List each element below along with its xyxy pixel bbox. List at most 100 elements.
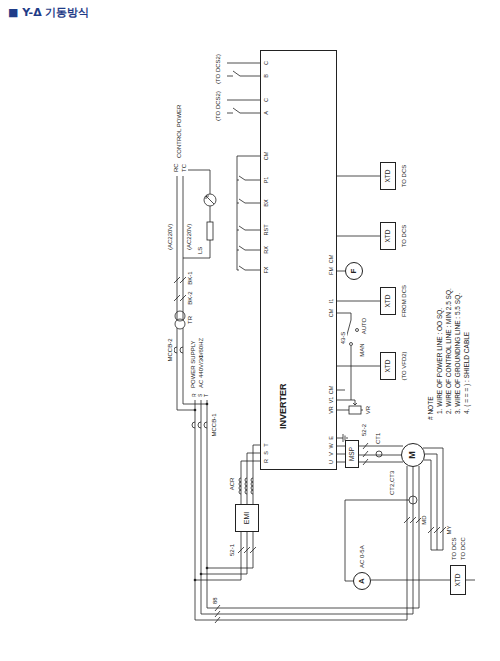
wire-label: C: [263, 98, 269, 102]
wire-label: BX: [263, 199, 269, 206]
node-text: F: [350, 269, 359, 274]
wire-label: R: [192, 393, 198, 397]
wire-label: S: [263, 451, 269, 455]
wire-label: MCCB-1: [211, 413, 218, 436]
wire-label: RC: [173, 163, 180, 172]
pilot-lamp: [204, 194, 216, 206]
wire-connector: [371, 580, 450, 581]
node-text: XTD: [384, 360, 391, 373]
equipment-box: XTD: [380, 222, 396, 250]
delta-contactor: [404, 517, 422, 523]
input-terminal-wire: [237, 156, 260, 270]
wire-label: T: [263, 443, 269, 446]
selector-switch: [337, 313, 351, 400]
fuse: [207, 222, 213, 240]
wire-label: LS: [197, 247, 204, 254]
wire-label: 2. WIRE OF CONTROL LINE : MIN 2.5 SQ.: [445, 288, 452, 414]
breaker-contacts: [174, 277, 256, 623]
wire-label: MD: [421, 515, 428, 524]
wire-label: P1: [263, 177, 269, 184]
wire-label: CT2,CT3: [389, 471, 396, 495]
ct-coil: [376, 451, 382, 457]
wire-label: VR: [328, 406, 334, 414]
wire-label: CM: [328, 309, 334, 318]
wire-label: 88: [212, 597, 219, 604]
wire-label: U: [328, 460, 334, 464]
wire-label: 52-2: [361, 424, 368, 436]
wire-label: V: [328, 452, 334, 456]
switch-contact: [356, 329, 359, 332]
wire-label: TO DCS: [401, 165, 408, 188]
equipment-box: XTD: [380, 287, 396, 315]
wire-label: AC 440V/3Φ/60HZ: [198, 338, 205, 388]
meter-circle: F: [345, 262, 363, 280]
wire-label: MAN: [359, 343, 366, 356]
wire-label: AC 0-5A: [359, 545, 366, 568]
wire-label: (TO VFD2): [401, 351, 408, 380]
switch-contact: [350, 343, 353, 346]
wire-label: 4. ( = = = ) : SHIELD CABLE: [463, 332, 470, 414]
wire-label: T: [204, 394, 210, 397]
wire-label: FM: [328, 267, 334, 275]
wire-label: TO DCS: [401, 225, 408, 248]
wire-label: R: [263, 459, 269, 463]
wire-label: TO DCS: [451, 537, 458, 560]
wire-label: AUTO: [361, 318, 368, 335]
schematic-sheet: INVERTEREMIMSPMAXTDFXTDXTDXTDXTDRSTPOWER…: [165, 40, 495, 650]
wire-connector: [337, 301, 380, 302]
wire-label: (TO DCS2): [215, 91, 222, 121]
wire-label: (AC220V): [167, 224, 174, 250]
wire-label: POWER SUPPLY: [190, 340, 197, 388]
wire-label: 1. WIRE OF POWER LINE : OO SQ.: [436, 308, 443, 414]
wire-label: FROM DCS: [401, 285, 408, 317]
potentiometer: [349, 406, 361, 414]
meter-circle: M: [401, 443, 425, 467]
wire-connector: [359, 455, 401, 456]
node-text: MSP: [348, 447, 355, 461]
equipment-box: INVERTER: [260, 50, 337, 470]
wire-label: CONTROL POWER: [176, 105, 183, 158]
wire-label: 3. WIRE OF GROUNDING LINE : 5.5 SQ.: [454, 293, 461, 414]
wire-label: (TO DCS2): [215, 54, 222, 84]
node-text: M: [408, 451, 418, 459]
acr-reactor: [239, 478, 253, 494]
node-text: XTD: [384, 295, 391, 308]
wire-label: ACR: [229, 478, 236, 491]
lamp-arrow: [206, 196, 214, 204]
wire-label: C: [263, 61, 269, 65]
wire-label: CM: [328, 255, 334, 264]
wire-label: CM: [328, 386, 334, 395]
wire-label: VR: [365, 406, 372, 414]
wire-label: A: [263, 111, 269, 115]
equipment-box: EMI: [235, 504, 259, 532]
wire-connector: [337, 236, 380, 237]
node-text: XTD: [384, 230, 391, 243]
wire-label: 43-S: [340, 332, 347, 345]
wire-connector: [337, 176, 380, 177]
wire-connector: [247, 453, 260, 504]
wire-label: (AC220V): [186, 224, 193, 250]
transformer-coil: [175, 319, 185, 329]
node-text: XTD: [454, 574, 461, 587]
star-contactor: [423, 448, 446, 550]
wire-label: TC: [181, 164, 188, 172]
equipment-box: MSP: [345, 440, 359, 468]
xtd-output: [466, 580, 475, 581]
wire-label: B: [263, 74, 269, 78]
node-text: EMI: [243, 512, 251, 524]
wire-label: I1: [328, 299, 334, 304]
node-text: A: [358, 578, 367, 584]
equipment-box: XTD: [380, 162, 396, 190]
page-title: ■ Y-Δ 기동방식: [8, 5, 89, 20]
meter-circle: A: [353, 572, 371, 590]
wire-label: RST: [263, 225, 269, 236]
wire-label: V1: [328, 397, 334, 404]
wire-connector: [337, 366, 380, 367]
wire-label: CT1: [375, 433, 382, 444]
wire-connector: [337, 454, 345, 455]
equipment-box: XTD: [380, 352, 396, 380]
wire-label: CM: [263, 152, 269, 161]
transformer-coil: [175, 311, 185, 321]
wire-label: RX: [263, 246, 269, 254]
relay-output: [227, 63, 260, 113]
